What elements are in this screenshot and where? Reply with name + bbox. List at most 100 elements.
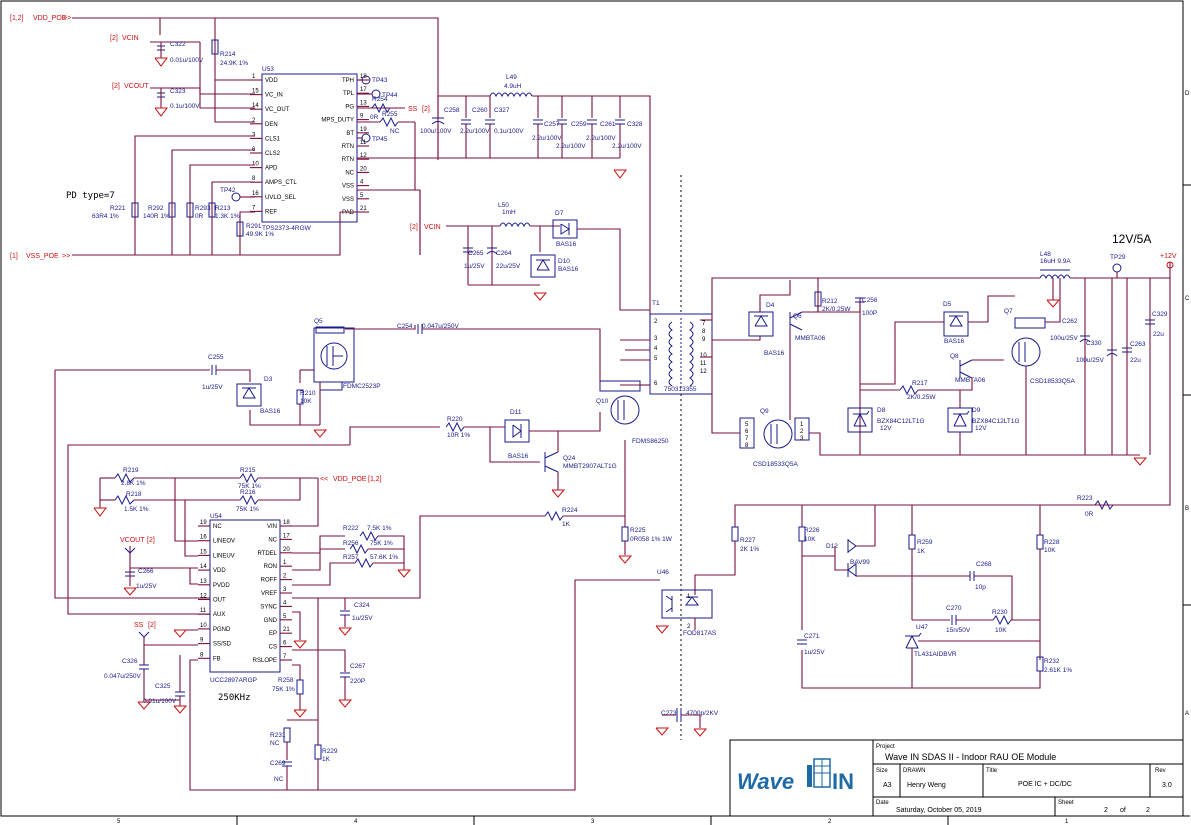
q24-ref: Q24 xyxy=(563,455,576,462)
vdd-poe-port-2: VDD_POE xyxy=(333,476,367,483)
r225-ref: R225 xyxy=(630,527,646,534)
tb-sheet: 2 xyxy=(1104,807,1108,814)
ic-pin-name: TPL xyxy=(343,91,355,97)
ic-pin-number: 12 xyxy=(200,594,207,600)
q5-ref: Q5 xyxy=(314,318,323,325)
u54-ic: U54 UCC2897ARGP 19NC16LINEOV15LINEUV14VD… xyxy=(198,513,292,684)
svg-text:3: 3 xyxy=(800,436,804,442)
pd-type-note: PD type=7 xyxy=(66,191,115,201)
svg-text:[1,2]: [1,2] xyxy=(10,15,24,22)
ic-pin-name: AUX xyxy=(213,612,225,618)
r292-value: 140R 1% xyxy=(143,213,170,220)
svg-text:2: 2 xyxy=(654,319,658,325)
ic-pin-number: 5 xyxy=(360,193,364,199)
r216-value: 75K 1% xyxy=(236,506,259,513)
r224-value: 1K xyxy=(562,521,571,528)
t1-ref: T1 xyxy=(652,300,660,307)
q6-ref: Q6 xyxy=(793,313,802,320)
tb-sheets: 2 xyxy=(1146,807,1150,814)
r258-value: 75K 1% xyxy=(272,686,295,693)
r213-value: 1.3K 1% xyxy=(215,213,240,220)
c256-value: 100P xyxy=(862,310,877,317)
r221-ref: R221 xyxy=(110,205,126,212)
svg-text:2: 2 xyxy=(800,429,804,435)
svg-text:10: 10 xyxy=(700,353,707,359)
c330-value: 100u/25V xyxy=(1076,357,1104,364)
q10-ref: Q10 xyxy=(596,398,609,405)
r217-ref: R217 xyxy=(912,380,928,387)
c255-value: 1u/25V xyxy=(202,384,223,391)
c326-ref: C326 xyxy=(122,658,138,665)
c264-value: 22u/25V xyxy=(496,263,521,270)
ic-pin-name: VSS xyxy=(342,197,354,203)
ic-pin-name: NC xyxy=(213,524,222,530)
ic-pin-name: CS xyxy=(269,645,277,651)
svg-text:8: 8 xyxy=(702,329,706,335)
c270-ref: C270 xyxy=(946,605,962,612)
ic-pin-number: 11 xyxy=(200,608,207,614)
r229-value: 1K xyxy=(322,756,331,763)
l49-value: 4.9uH xyxy=(504,83,522,90)
tb-size-label: Size xyxy=(876,768,888,774)
ss-port-2: SS xyxy=(134,622,144,629)
ic-pin-number: 7 xyxy=(252,205,256,211)
ic-pin-name: PAD xyxy=(342,210,355,216)
c260-ref: C260 xyxy=(472,107,488,114)
c323-value: 0.1u/100V xyxy=(170,103,200,110)
c258-value: 100u/100V xyxy=(420,128,452,135)
c323-ref: C323 xyxy=(170,88,186,95)
r230-value: 10K xyxy=(995,627,1007,634)
d7-ref: D7 xyxy=(555,210,564,217)
r292-ref: R292 xyxy=(148,205,164,212)
ic-pin-number: 3 xyxy=(283,587,287,593)
d3-ref: D3 xyxy=(264,376,273,383)
svg-text:8: 8 xyxy=(745,443,749,449)
svg-text:VCOUT: VCOUT xyxy=(124,83,149,90)
vcout-port-2: VCOUT xyxy=(120,537,145,544)
r218-value: 1.5K 1% xyxy=(124,506,149,513)
company-logo: Wave IN xyxy=(737,758,854,794)
u54-ref: U54 xyxy=(210,513,222,520)
u54-part: UCC2897ARGP xyxy=(210,677,257,684)
d12-value: BAV99 xyxy=(850,559,870,566)
ic-pin-name: PVDD xyxy=(213,583,230,589)
ic-pin-name: MPS_DUTY xyxy=(321,118,354,124)
r259-ref: R259 xyxy=(917,539,933,546)
q8-ref: Q8 xyxy=(950,353,959,360)
r212-ref: R212 xyxy=(822,298,838,305)
frame-col-1: 1 xyxy=(1065,819,1069,825)
r291-ref: R291 xyxy=(246,223,262,230)
c328-ref: C328 xyxy=(627,121,643,128)
c329-ref: C329 xyxy=(1152,311,1168,318)
q10-mosfet xyxy=(599,380,641,425)
output-rating: 12V/5A xyxy=(1112,232,1151,246)
r219-value: 2.8K 1% xyxy=(121,480,146,487)
ic-pin-name: REF xyxy=(265,209,277,215)
d9-part: BZX84C12LT1G xyxy=(972,418,1020,425)
ic-pin-number: 10 xyxy=(200,623,207,629)
svg-text:7: 7 xyxy=(702,321,706,327)
r228-value: 10K xyxy=(1044,547,1056,554)
c256-ref: C256 xyxy=(862,297,878,304)
tb-drawn-label: DRAWN xyxy=(903,768,925,774)
ic-pin-number: 10 xyxy=(252,162,259,168)
tb-sheet-label: Sheet xyxy=(1058,800,1074,806)
d10-ref: D10 xyxy=(558,258,570,265)
vcin-port-2: VCIN xyxy=(424,224,441,231)
u47-part: TL431AIDBVR xyxy=(914,651,957,658)
r222-ref: R222 xyxy=(343,525,359,532)
c328-value: 2.2u/100V xyxy=(612,143,642,150)
ic-pin-number: 21 xyxy=(283,627,290,633)
ic-pin-number: 9 xyxy=(360,114,364,120)
ss-port-2-ref: [2] xyxy=(148,622,156,629)
r254-ref: R254 xyxy=(372,96,388,103)
tp44-label: TP44 xyxy=(382,92,398,99)
tb-title: POE IC + DC/DC xyxy=(1018,781,1072,788)
d4-value: BAS16 xyxy=(764,350,785,357)
ic-pin-name: RTN xyxy=(342,144,354,150)
svg-text:5: 5 xyxy=(654,356,658,362)
d11-ref: D11 xyxy=(510,409,522,416)
ic-pin-name: CLS1 xyxy=(265,136,281,142)
q7-mosfet xyxy=(1011,317,1046,367)
r221-value: 63R4 1% xyxy=(92,213,119,220)
